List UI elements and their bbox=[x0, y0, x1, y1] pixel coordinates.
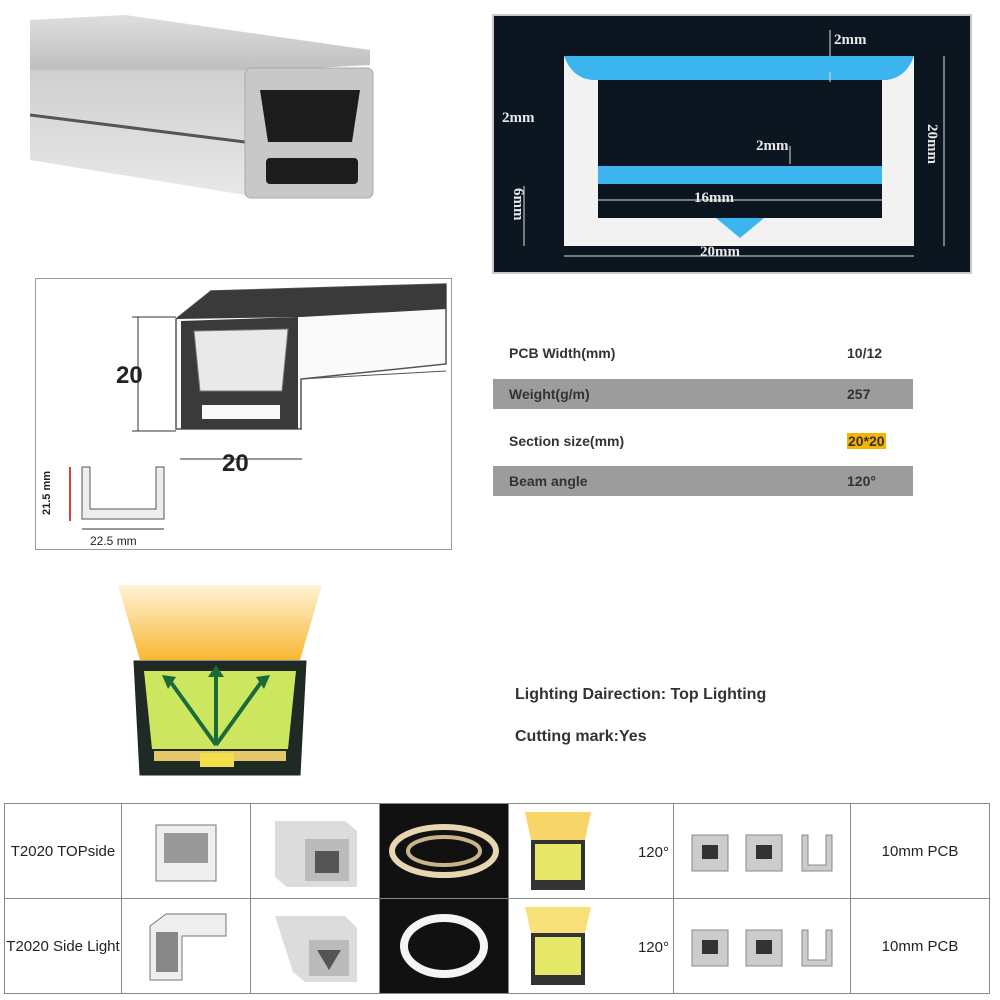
outer-width-dim: 20mm bbox=[700, 244, 740, 260]
base-dim: 6mm bbox=[510, 188, 526, 221]
height-dim: 20mm bbox=[924, 124, 940, 164]
top-wall-dim: 2mm bbox=[834, 32, 867, 48]
coil-photo bbox=[379, 803, 509, 899]
pcb-gap-dim: 2mm bbox=[756, 138, 789, 154]
model-cell: T2020 Side Light bbox=[4, 898, 122, 994]
dimension-thumbnail bbox=[121, 898, 251, 994]
spec-row: PCB Width(mm) 10/12 bbox=[509, 345, 883, 361]
cross-section-diagram: 2mm 2mm 2mm 16mm 20mm 20mm 6mm bbox=[492, 14, 972, 274]
accessories-thumbnail bbox=[673, 803, 851, 899]
product-table: T2020 TOPside 120° 10mm PCB T2020 Side L… bbox=[4, 803, 990, 994]
profile-3d-render bbox=[30, 15, 374, 199]
spec-row: Weight(g/m) 257 bbox=[493, 379, 913, 409]
spec-row: Beam angle 120° bbox=[493, 466, 913, 496]
pcb-cell: 10mm PCB bbox=[850, 803, 990, 899]
coil-photo bbox=[379, 898, 509, 994]
lighting-direction-diagram bbox=[118, 585, 322, 776]
side-wall-dim: 2mm bbox=[502, 110, 535, 126]
lighting-thumbnail-cell: 120° bbox=[508, 803, 674, 899]
lighting-thumbnail-cell: 120° bbox=[508, 898, 674, 994]
pcb-cell: 10mm PCB bbox=[850, 898, 990, 994]
lighting-direction-text: Lighting Dairection: Top Lighting bbox=[515, 686, 767, 703]
profile-thumbnail bbox=[250, 803, 380, 899]
cutting-mark-text: Cutting mark:Yes bbox=[515, 728, 647, 745]
beam-angle: 120° bbox=[637, 844, 669, 861]
clip-width-label: 22.5 mm bbox=[90, 534, 137, 548]
accessories-thumbnail bbox=[673, 898, 851, 994]
inner-width-dim: 16mm bbox=[694, 190, 734, 206]
table-row: T2020 Side Light 120° 10mm PCB bbox=[4, 898, 990, 994]
dimension-drawing: 20 20 21.5 mm 22.5 mm bbox=[35, 278, 452, 550]
dimension-thumbnail bbox=[121, 803, 251, 899]
clip-height-label: 21.5 mm bbox=[41, 471, 53, 515]
table-row: T2020 TOPside 120° 10mm PCB bbox=[4, 803, 990, 899]
height-label: 20 bbox=[116, 362, 143, 389]
width-label: 20 bbox=[222, 450, 249, 477]
model-cell: T2020 TOPside bbox=[4, 803, 122, 899]
profile-thumbnail bbox=[250, 898, 380, 994]
spec-row: Section size(mm) 20*20 bbox=[509, 433, 886, 449]
beam-angle: 120° bbox=[637, 939, 669, 956]
